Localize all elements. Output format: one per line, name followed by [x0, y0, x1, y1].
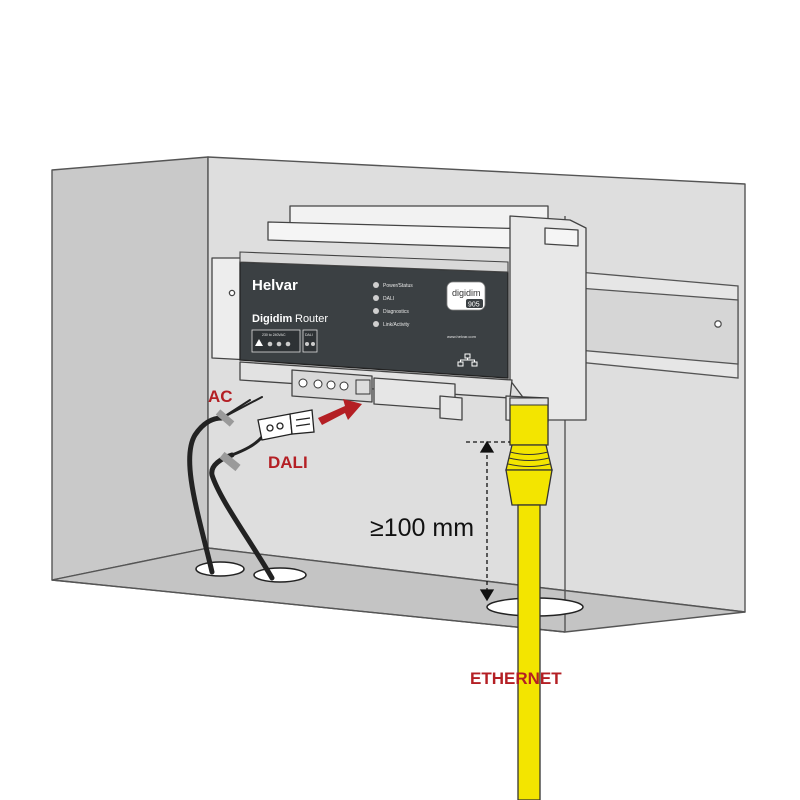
model-number: 905 [468, 302, 480, 309]
indicator-label: Power/Status [383, 283, 413, 289]
ethernet-cable [505, 397, 553, 800]
terminal-label-strip: 230 to 240VAC DALI [251, 329, 318, 353]
device-product-suffix: Router [295, 313, 328, 325]
ac-label: AC [208, 387, 233, 406]
network-icon [457, 353, 478, 367]
router-front-panel: Helvar Digidim Router Power/Status DALI … [239, 251, 509, 379]
ac-cable [187, 396, 263, 575]
clearance-label: ≥100 mm [370, 514, 474, 542]
insert-arrow [318, 399, 362, 425]
indicator-label: Link/Activity [383, 322, 410, 328]
dali-cable-hole [253, 567, 307, 583]
din-rail [577, 271, 739, 379]
led-link-activity [373, 321, 379, 327]
enclosure-left-wall [51, 156, 209, 581]
ac-cable-hole [195, 561, 245, 577]
dali-connector [257, 409, 315, 441]
terminal-label-mains: 230 to 240VAC [262, 333, 286, 337]
clearance-dimension [466, 440, 510, 602]
model-logo: digidim [452, 288, 481, 298]
device-product-name: Digidim [252, 313, 293, 325]
terminal-label-dali: DALI [305, 333, 313, 337]
model-badge: digidim 905 [446, 281, 486, 311]
device-brand: Helvar [252, 277, 298, 294]
led-power-status [373, 282, 379, 288]
led-dali [373, 295, 379, 301]
indicator-label: Diagnostics [383, 309, 409, 315]
dali-label: DALI [268, 453, 308, 472]
device-website: www.helvar.com [447, 334, 477, 339]
led-diagnostics [373, 308, 379, 314]
ethernet-label: ETHERNET [470, 669, 562, 688]
bottom-terminals [298, 378, 371, 395]
indicator-list: Power/Status DALI Diagnostics Link/Activ… [373, 282, 413, 328]
indicator-label: DALI [383, 296, 394, 302]
dali-cable [209, 435, 275, 581]
